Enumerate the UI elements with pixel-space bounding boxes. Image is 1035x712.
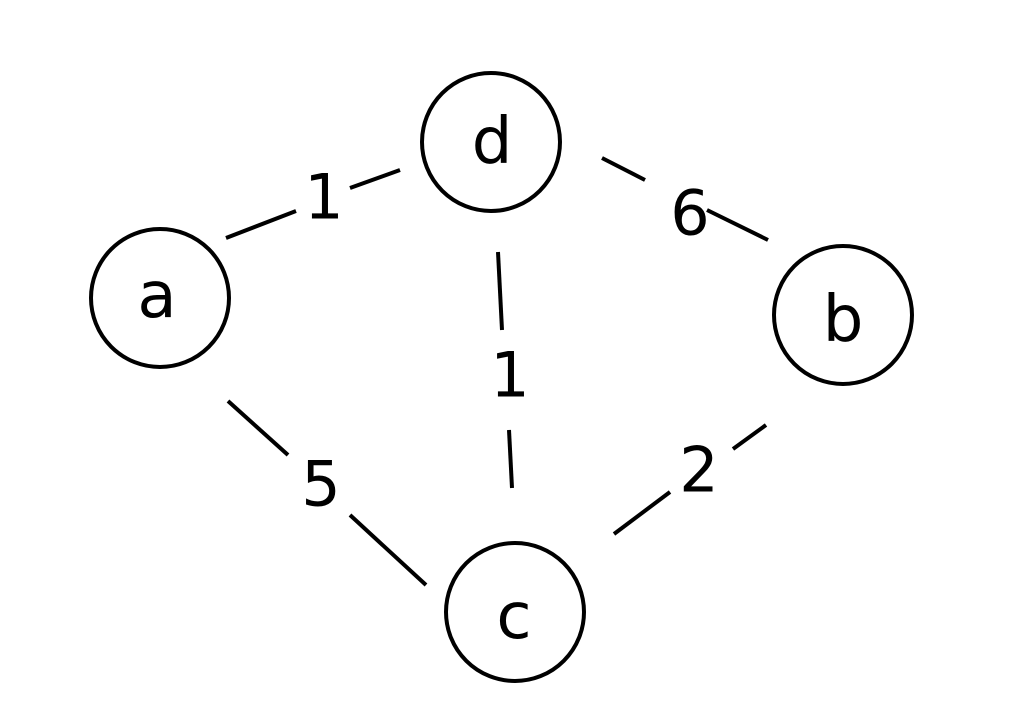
node-a-circle xyxy=(89,227,231,369)
edge-d-c-weight: 1 xyxy=(490,339,529,412)
node-d-circle xyxy=(420,71,562,213)
edge-b-c-segment-1 xyxy=(731,423,768,451)
edge-a-d-segment-1 xyxy=(225,209,297,240)
edge-a-d-weight: 1 xyxy=(304,161,343,234)
edge-d-c-segment-1 xyxy=(496,251,504,331)
edge-b-c-segment-2 xyxy=(612,490,672,536)
node-b: b xyxy=(772,244,914,386)
edge-a-c: 5 xyxy=(226,399,428,587)
edge-d-b-segment-1 xyxy=(601,156,646,182)
node-b-label: b xyxy=(823,283,864,357)
node-d: d xyxy=(420,71,562,213)
edge-d-b: 6 xyxy=(601,156,769,250)
node-c-circle xyxy=(444,541,586,683)
node-d-label: d xyxy=(472,105,513,179)
node-c: c xyxy=(444,541,586,683)
edge-a-d-segment-2 xyxy=(349,168,401,190)
node-a: a xyxy=(89,227,231,369)
edge-d-c-segment-2 xyxy=(507,429,514,489)
node-c-label: c xyxy=(496,580,531,654)
node-a-label: a xyxy=(137,259,176,333)
node-b-circle xyxy=(772,244,914,386)
edge-d-b-weight: 6 xyxy=(670,177,709,250)
edge-d-c: 1 xyxy=(490,251,530,489)
edge-a-c-weight: 5 xyxy=(301,448,340,521)
edge-a-c-segment-1 xyxy=(226,399,290,457)
edge-a-d: 1 xyxy=(225,161,401,240)
edge-d-b-segment-2 xyxy=(706,208,769,242)
edge-b-c: 2 xyxy=(612,423,768,536)
edge-a-c-segment-2 xyxy=(348,513,428,587)
edge-b-c-weight: 2 xyxy=(679,434,718,507)
